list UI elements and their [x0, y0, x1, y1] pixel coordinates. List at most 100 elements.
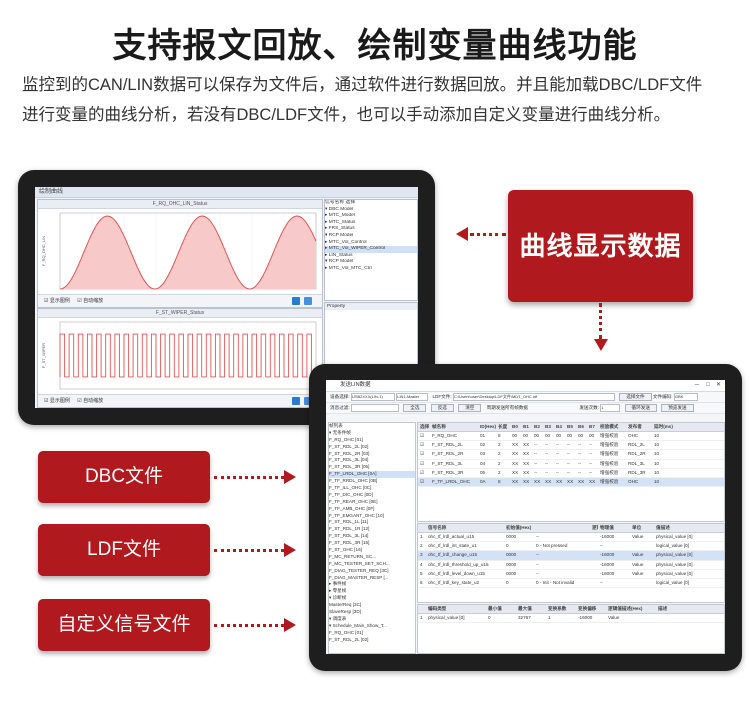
column-header[interactable]: 发布者: [628, 424, 642, 429]
column-header[interactable]: [418, 605, 426, 613]
frame-tree-item[interactable]: F_MC_TESTER_SET_SCH...: [329, 560, 390, 566]
tree-row[interactable]: ▸ FRS_Status: [325, 226, 355, 232]
column-header[interactable]: 逻辑值描述(Hex): [608, 606, 643, 611]
column-header[interactable]: 延时(ms): [654, 424, 673, 429]
column-header[interactable]: ID(Hex): [480, 424, 496, 429]
ldf-path-input[interactable]: C:\Users\user\Desktop\LDF文件\MDT_OHC.ldf: [452, 392, 615, 401]
device-select[interactable]: USB2XXX(LIN-1): [350, 392, 395, 401]
settings-icon[interactable]: [304, 297, 312, 305]
column-header[interactable]: 逻辑值: [592, 525, 598, 530]
frame-tree-item[interactable]: MasterReq [3C]: [329, 602, 362, 608]
frame-tree-item[interactable]: F_TF_ILL_OHC [0C]: [329, 485, 372, 491]
tree-row[interactable]: ▾ RCP Model: [325, 232, 354, 238]
frame-tree-item-selected[interactable]: F_TF_LRDL_OHC [0A]: [329, 471, 415, 479]
column-header[interactable]: 值描述: [656, 525, 670, 530]
preview-send-button[interactable]: 预览发送: [661, 403, 694, 412]
column-header[interactable]: [534, 524, 590, 532]
frame-tree-item[interactable]: F_ST_RDL_2R [03]: [329, 450, 370, 456]
show-legend-checkbox-2[interactable]: ☑ 显示图例: [44, 398, 70, 404]
tree-row[interactable]: ▾ DBC Model: [325, 206, 354, 212]
frame-tree-item[interactable]: F_DIAG_MASTER_RESP [...: [329, 574, 389, 580]
plot-pane-1[interactable]: F_RQ_OHC_LIN_Status F_RQ_OHC_LIN ☑ 显示图例 …: [37, 199, 323, 308]
column-header[interactable]: 变换系数: [548, 606, 567, 611]
frame-tree-item[interactable]: F_TF_DIC_OHC [0D]: [329, 491, 373, 497]
column-header[interactable]: 最小值: [488, 606, 502, 611]
column-header[interactable]: 最大值: [518, 606, 532, 611]
frame-tree-item[interactable]: F_MC_RETURN_SC...: [329, 553, 376, 559]
pause-icon-2[interactable]: [292, 397, 300, 405]
frame-tree-item[interactable]: F_RQ_OHC [01]: [329, 629, 363, 635]
frame-tree-item[interactable]: ▾ 无条件帧: [329, 429, 351, 435]
column-header[interactable]: 校验模式: [600, 424, 619, 429]
show-legend-checkbox[interactable]: ☑ 显示图例: [44, 298, 70, 304]
auto-scale-checkbox[interactable]: ☑ 自动缩放: [77, 298, 104, 304]
column-header[interactable]: B6: [578, 424, 584, 429]
frame-tree-item[interactable]: F_RQ_OHC [01]: [329, 436, 363, 442]
frame-tree-item[interactable]: F_ST_OHC [16]: [329, 547, 362, 553]
msg-filter-input[interactable]: [350, 403, 399, 412]
column-header[interactable]: B1: [523, 424, 529, 429]
column-header[interactable]: 长度: [498, 424, 508, 429]
column-header[interactable]: 物理值: [600, 525, 614, 530]
column-header[interactable]: B4: [556, 424, 562, 429]
tree-row[interactable]: ▸ MTC_Vol_MTC_Ctrl: [325, 265, 372, 271]
tree-row[interactable]: ▸ MTC_Model: [325, 213, 355, 219]
select-all-button[interactable]: 全选: [403, 403, 427, 412]
frame-tree-item[interactable]: F_ST_RDL_2L [02]: [329, 636, 369, 642]
frame-tree-item[interactable]: SlaveResp [3D]: [329, 609, 361, 615]
column-header[interactable]: B5: [567, 424, 573, 429]
column-header[interactable]: B3: [545, 424, 551, 429]
column-header[interactable]: [418, 524, 426, 532]
frame-tree-item[interactable]: 帧列表: [329, 423, 343, 428]
column-header[interactable]: 初始值(Hex): [506, 525, 532, 530]
frame-tree-item[interactable]: ▸ 零星帧: [329, 588, 347, 594]
tree-row[interactable]: ▸ MTC_Status: [325, 219, 356, 225]
column-header[interactable]: 编码类型: [428, 606, 447, 611]
tree-row[interactable]: ▾ RCP Model: [325, 259, 354, 265]
frame-tree-item[interactable]: ▸ 事件帧: [329, 581, 347, 587]
minimize-icon[interactable]: ─: [694, 382, 699, 388]
clear-button[interactable]: 清空: [458, 403, 482, 412]
tree-row[interactable]: ▸ MTC_Vol_Control: [325, 239, 367, 245]
plot-pane-2[interactable]: F_ST_WIPER_Status F_ST_WIPER ☑ 显示图例 ☑ 自动…: [37, 308, 323, 408]
frame-tree-item[interactable]: F_ST_RDL_3R [15]: [329, 540, 370, 546]
column-header[interactable]: 选择: [420, 424, 430, 429]
frame-tree-item[interactable]: F_ST_RDL_3L [04]: [329, 457, 369, 463]
frame-tree-item[interactable]: F_ST_RDL_3L [14]: [329, 533, 369, 539]
invert-selection-button[interactable]: 反选: [430, 403, 454, 412]
column-header[interactable]: 单位: [632, 525, 642, 530]
select-file-button[interactable]: 选择文件: [619, 392, 652, 401]
tree-row-selected[interactable]: ▸ MTC_Vol_WIPER_Control: [325, 246, 417, 253]
column-header[interactable]: B7: [589, 424, 595, 429]
column-header[interactable]: 信号名称: [428, 525, 447, 530]
square-wave-plot[interactable]: F_ST_WIPER: [38, 318, 320, 395]
tree-row[interactable]: 信号名称 选择: [325, 200, 356, 205]
column-header[interactable]: 描述: [658, 606, 668, 611]
maximize-icon[interactable]: □: [706, 382, 710, 388]
frame-tree-item[interactable]: F_TF_EMGANT_OHC [10]: [329, 512, 384, 518]
column-header[interactable]: 变换偏移: [578, 606, 597, 611]
settings-icon-2[interactable]: [304, 397, 312, 405]
pause-icon[interactable]: [292, 297, 300, 305]
column-header[interactable]: 帧名称: [432, 424, 446, 429]
auto-scale-checkbox-2[interactable]: ☑ 自动缩放: [77, 398, 104, 404]
close-icon[interactable]: ✕: [715, 382, 721, 388]
frame-tree-item[interactable]: F_ST_RDL_1R [12]: [329, 526, 370, 532]
period-send-checkbox[interactable]: 周期发送所有帧数据: [486, 405, 529, 410]
frame-tree-item[interactable]: F_ST_RDL_2L [02]: [329, 443, 369, 449]
column-header[interactable]: B0: [512, 424, 518, 429]
frame-tree-item[interactable]: ▾ Schedule_Main_Show_T...: [329, 622, 387, 628]
